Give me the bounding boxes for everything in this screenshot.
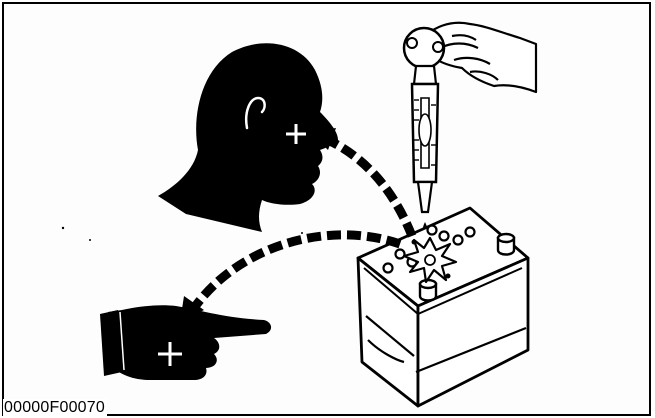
print-speckles bbox=[62, 227, 303, 241]
head-silhouette-icon bbox=[158, 43, 338, 232]
hand-silhouette-icon bbox=[100, 305, 271, 380]
figure-code-label: 00000F00070 bbox=[3, 399, 107, 416]
hydrometer-icon bbox=[404, 28, 444, 234]
